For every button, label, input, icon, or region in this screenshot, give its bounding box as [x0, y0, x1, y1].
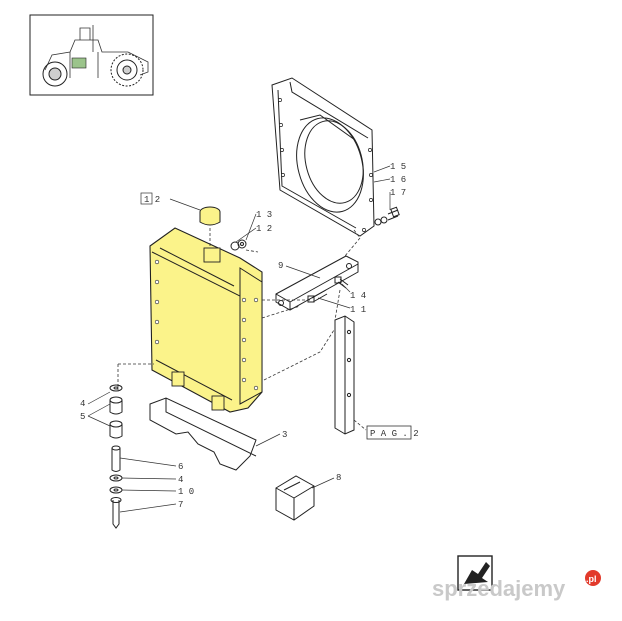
callout-6: 6 — [178, 462, 183, 472]
callout-5: 5 — [80, 412, 85, 422]
callout-7: 7 — [178, 500, 183, 510]
callout-11: 1 1 — [350, 305, 366, 315]
callout-10: 1 0 — [178, 487, 194, 497]
watermark-text: sprzedajemy — [432, 576, 566, 601]
bolt-17 — [374, 206, 400, 226]
watermark-dot-icon — [585, 570, 601, 586]
callout-14: 1 4 — [350, 291, 366, 301]
tractor-thumbnail — [29, 14, 154, 96]
callout-labels: 1 2 1 3 1 2 1 5 1 6 1 7 9 1 4 1 1 4 5 3 … — [80, 162, 419, 510]
callout-15: 1 5 — [390, 162, 406, 172]
callout-4b: 4 — [178, 475, 183, 485]
fan-shroud — [271, 77, 375, 237]
callout-8: 8 — [336, 473, 341, 483]
bracket-9 — [275, 255, 359, 311]
seal-13 — [230, 239, 247, 251]
lower-shroud-3 — [149, 397, 257, 471]
pag-box — [366, 425, 412, 440]
radiator-cap — [199, 206, 221, 226]
callout-13: 1 3 — [256, 210, 272, 220]
mount-stack — [109, 384, 123, 529]
label-leaders — [87, 165, 391, 513]
callout-pag: P A G . 2 — [370, 429, 419, 439]
watermark-suffix: .pl — [586, 574, 597, 584]
next-page-icon[interactable] — [457, 555, 493, 591]
callout-16: 1 6 — [390, 175, 406, 185]
bolt-11 — [307, 289, 328, 303]
callout-12: 1 2 — [144, 195, 160, 205]
radiator — [149, 227, 263, 413]
callout-3: 3 — [282, 430, 287, 440]
side-bracket — [334, 315, 355, 435]
callout-4a: 4 — [80, 399, 85, 409]
watermark: sprzedajemy .pl — [432, 570, 601, 601]
callout-17: 1 7 — [390, 188, 406, 198]
callout-12b: 1 2 — [256, 224, 272, 234]
callout-box-12 — [140, 192, 153, 205]
callout-9: 9 — [278, 261, 283, 271]
leader-dashes — [117, 228, 367, 431]
block-8 — [275, 475, 315, 521]
